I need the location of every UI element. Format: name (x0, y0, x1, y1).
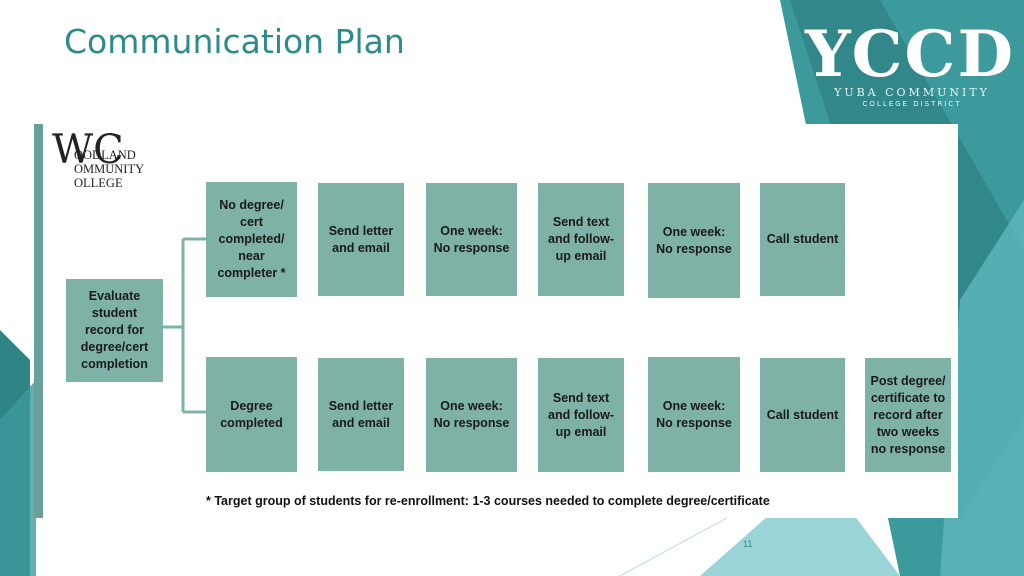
flow-step-row2: Send letter and email (318, 358, 404, 471)
flow-step-row1: Send letter and email (318, 183, 404, 296)
flow-step-row1: Send text and follow- up email (538, 183, 624, 296)
flow-step-row2: Degree completed (206, 357, 297, 472)
yccd-logo-letters: YCCD (805, 17, 1015, 92)
woodland-logo-mark: WC (52, 127, 124, 173)
flow-step-row2: One week: No response (426, 358, 517, 472)
left-teal-shape (0, 380, 36, 576)
flow-step-row2: One week: No response (648, 357, 740, 472)
yccd-logo: YCCD YUBA COMMUNITY COLLEGE DISTRICT (800, 18, 1024, 118)
footnote: * Target group of students for re-enroll… (206, 494, 770, 508)
yccd-logo-line1: YUBA COMMUNITY (834, 86, 990, 99)
flow-step-row1: One week: No response (648, 183, 740, 298)
bottom-light-shape (700, 470, 900, 576)
woodland-college-logo: WC OODLAND OMMUNITY OLLEGE (52, 130, 192, 194)
woodland-logo-line: OMMUNITY (74, 162, 145, 176)
woodland-logo-line: OODLAND (74, 148, 136, 162)
page-number: 11 (743, 539, 753, 549)
woodland-logo-line: OLLEGE (74, 176, 123, 190)
slide-title: Communication Plan (64, 22, 405, 61)
yccd-logo-line2: COLLEGE DISTRICT (862, 100, 962, 108)
flow-step-row1: No degree/ cert completed/ near complete… (206, 182, 297, 297)
flow-step-evaluate: Evaluate student record for degree/cert … (66, 279, 163, 382)
flow-step-row2: Send text and follow- up email (538, 358, 624, 472)
flow-step-row2: Call student (760, 358, 845, 472)
panel-left-bar (34, 124, 43, 518)
flow-step-row1: One week: No response (426, 183, 517, 296)
flow-step-row2: Post degree/ certificate to record after… (865, 358, 951, 472)
flow-step-row1: Call student (760, 183, 845, 296)
right-light-shape (940, 200, 1024, 576)
woodland-logo-text: OODLAND OMMUNITY OLLEGE (74, 148, 144, 190)
